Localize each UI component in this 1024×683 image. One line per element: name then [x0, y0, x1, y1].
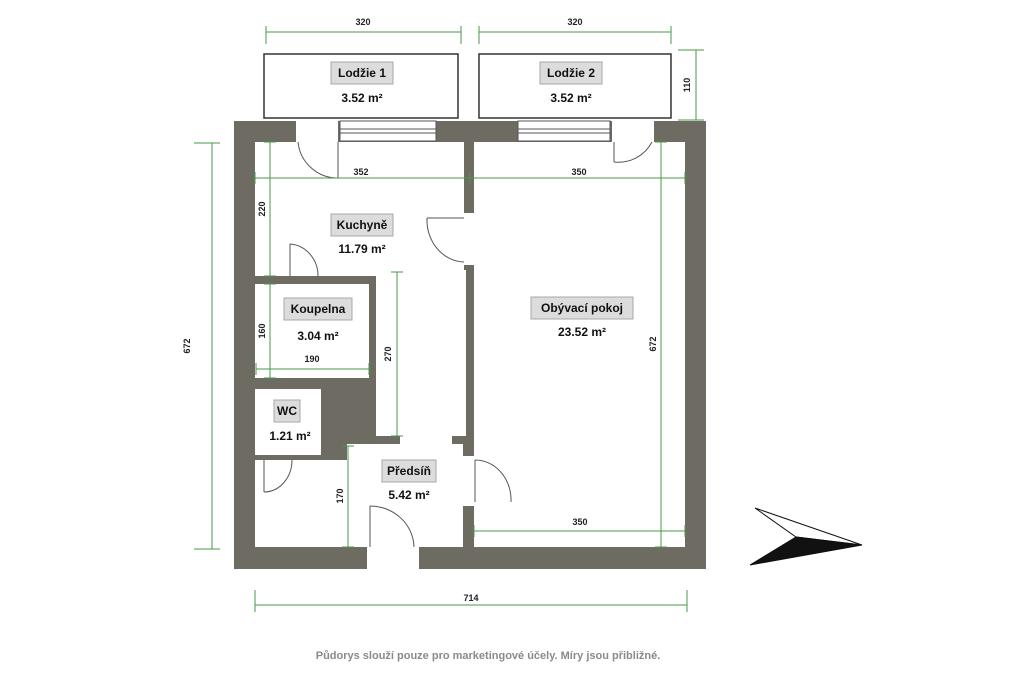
door-living-hall — [474, 459, 512, 503]
window-living — [517, 120, 611, 142]
label-wc: WC 1.21 m² — [269, 399, 311, 443]
dim-loggia-depth: 110 — [682, 78, 692, 93]
svg-text:Obývací pokoj: Obývací pokoj — [541, 301, 623, 315]
dim-living-width-bottom: 350 — [572, 517, 587, 527]
door-kitchen-living — [426, 217, 465, 263]
window-kitchen — [339, 120, 437, 142]
dim-kitchen-depth: 220 — [257, 201, 267, 216]
svg-text:23.52 m²: 23.52 m² — [558, 325, 606, 339]
dim-total-height: 672 — [182, 338, 192, 353]
door-loggia-2 — [613, 141, 653, 163]
svg-text:Koupelna: Koupelna — [291, 302, 346, 316]
dim-loggia2-width: 320 — [567, 17, 582, 27]
north-arrow-icon — [749, 507, 863, 566]
svg-text:3.52 m²: 3.52 m² — [550, 91, 591, 105]
svg-text:1.21 m²: 1.21 m² — [269, 429, 310, 443]
label-predsin: Předsíň 5.42 m² — [381, 459, 437, 502]
svg-text:Lodžie 1: Lodžie 1 — [338, 66, 386, 80]
dim-loggia1-width: 320 — [355, 17, 370, 27]
dim-living-height: 672 — [648, 336, 658, 351]
label-lodzie-1: Lodžie 1 3.52 m² — [330, 61, 394, 105]
hall-living-opening — [462, 460, 476, 504]
label-koupelna: Koupelna 3.04 m² — [283, 297, 353, 343]
dim-bath-width: 190 — [304, 354, 319, 364]
svg-text:Předsíň: Předsíň — [387, 464, 431, 478]
dim-bath-height: 160 — [257, 323, 267, 338]
svg-text:11.79 m²: 11.79 m² — [338, 242, 385, 256]
label-obyvaci-pokoj: Obývací pokoj 23.52 m² — [530, 296, 634, 339]
label-kuchyne: Kuchyně 11.79 m² — [330, 213, 394, 256]
door-loggia-1 — [297, 141, 339, 179]
svg-text:WC: WC — [277, 404, 297, 418]
door-wc — [263, 459, 293, 493]
kitchen-living-opening — [463, 213, 475, 265]
svg-text:3.04 m²: 3.04 m² — [297, 329, 338, 343]
label-lodzie-2: Lodžie 2 3.52 m² — [539, 61, 603, 105]
dim-corridor-length: 270 — [383, 346, 393, 361]
door-entrance — [369, 505, 415, 548]
hall-left-floor — [255, 460, 355, 547]
kitchen-extension-floor — [376, 270, 466, 436]
dimension-lines — [194, 26, 704, 612]
dim-kitchen-width: 352 — [353, 167, 368, 177]
entrance-opening — [367, 546, 419, 570]
door-bathroom — [289, 243, 319, 277]
svg-text:Lodžie 2: Lodžie 2 — [547, 66, 595, 80]
footnote: Půdorys slouží pouze pro marketingové úč… — [316, 650, 661, 662]
living-floor — [474, 142, 685, 547]
dim-total-width: 714 — [463, 593, 478, 603]
svg-text:3.52 m²: 3.52 m² — [341, 91, 382, 105]
dim-hall-height: 170 — [335, 488, 345, 503]
loggia2-door-opening — [612, 120, 654, 144]
svg-text:Kuchyně: Kuchyně — [337, 218, 388, 232]
svg-text:5.42 m²: 5.42 m² — [388, 488, 429, 502]
kitchen-hall-opening — [400, 434, 452, 446]
dim-living-width-top: 350 — [571, 167, 586, 177]
loggia1-door-opening — [296, 120, 338, 144]
